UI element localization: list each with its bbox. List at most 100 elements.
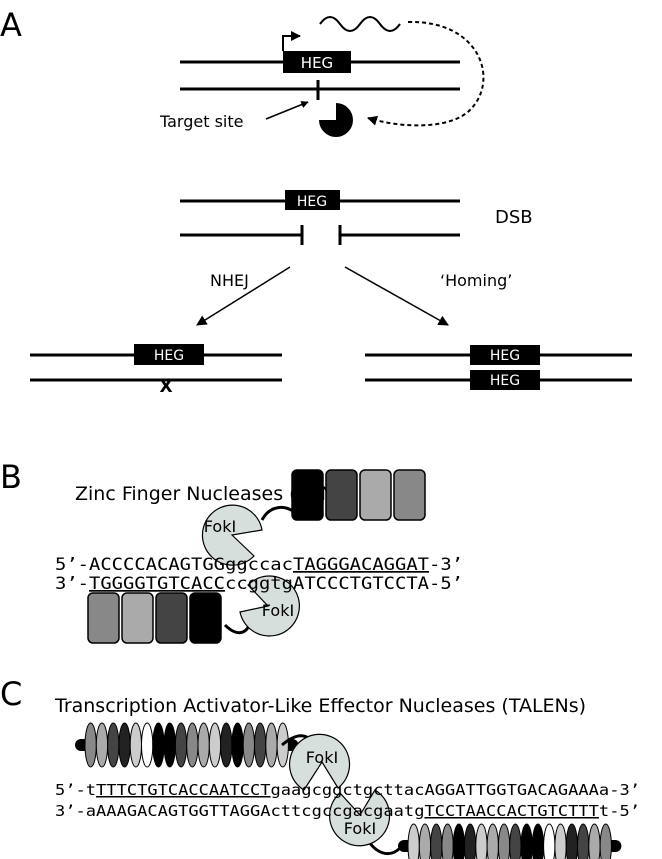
promoter-arrow-icon: [282, 31, 301, 51]
zinc-finger: [393, 469, 426, 521]
heg-label: HEG: [301, 54, 333, 72]
tale-repeat: [254, 722, 267, 768]
tale-repeat: [441, 823, 454, 859]
zinc-fingers-top: [291, 469, 426, 521]
tale-repeat: [163, 722, 176, 768]
panel-c-label: C: [0, 675, 22, 713]
heg-label-nhej: HEG: [154, 348, 184, 364]
linker-top: [260, 506, 295, 521]
tale-repeat: [554, 823, 567, 859]
heg-label-homing-1: HEG: [490, 348, 520, 364]
panel-b-label: B: [0, 458, 22, 496]
seq-suffix: -5’: [429, 574, 463, 594]
seq-left: ACCCCACAGTGG: [89, 555, 225, 575]
nhej-label: NHEJ: [210, 271, 249, 290]
tale-repeat: [107, 722, 120, 768]
tale-repeat: [242, 722, 256, 768]
zinc-fingers-bottom: [87, 592, 222, 644]
heg-box-homing-1: [470, 345, 540, 365]
seq-spacer: ccggtg: [225, 574, 293, 594]
zinc-finger: [121, 592, 154, 644]
tale-repeat: [186, 722, 199, 768]
tale-repeats-bottom: [398, 823, 622, 859]
panel-b: B Zinc Finger Nucleases (ZFNs) FokI FokI…: [0, 458, 463, 644]
panel-c: C Transcription Activator-Like Effector …: [0, 675, 640, 859]
tale-repeat: [486, 823, 499, 859]
endonuclease-pacman-icon: [319, 103, 353, 137]
tale-repeat: [407, 823, 420, 859]
seq-prefix: 3’-: [55, 574, 89, 594]
dsb-label: DSB: [495, 207, 533, 228]
tale-repeat: [577, 823, 590, 859]
tale-repeat: [220, 722, 233, 768]
tale-repeat: [418, 823, 432, 859]
fokl-top-icon: [288, 733, 351, 791]
tale-repeat: [509, 823, 522, 859]
tale-repeat: [84, 722, 97, 768]
tale-repeat: [152, 722, 165, 768]
fokl-bottom-label: FokI: [344, 819, 376, 838]
tale-repeat: [452, 823, 465, 859]
target-site-arrow: [265, 101, 309, 120]
tale-repeat: [129, 722, 143, 768]
tale-repeat: [174, 722, 188, 768]
tale-repeat: [265, 722, 278, 768]
seq-spacer: ggccac: [225, 555, 293, 575]
tale-repeat: [565, 823, 578, 859]
seq-binding-site: TTTCTGTCACCAATCCT: [96, 781, 270, 799]
target-site-label: Target site: [159, 112, 243, 131]
tale-repeat: [475, 823, 488, 859]
tale-repeat: [208, 722, 222, 768]
homing-arrow: [344, 266, 449, 326]
heg-label-dsb: HEG: [297, 194, 327, 210]
seq-binding-site: TGGGGTGTCACC: [89, 574, 225, 594]
seq-binding-site: TCCTAACCACTGTCTTT: [424, 802, 598, 820]
tale-repeat: [231, 722, 244, 768]
tale-repeat: [197, 722, 210, 768]
tale-repeat: [497, 823, 511, 859]
seq-prefix: 5’-: [55, 555, 89, 575]
tale-repeat: [95, 722, 109, 768]
zinc-finger: [155, 592, 188, 644]
seq-prefix: 3’-a: [55, 802, 96, 820]
mutation-mark: X: [159, 377, 172, 397]
fokl-top-label: FokI: [306, 748, 338, 767]
tale-repeat: [464, 823, 477, 859]
fokl-bottom-icon: [328, 789, 391, 847]
tale-repeat: [588, 823, 601, 859]
zinc-finger: [87, 592, 120, 644]
heg-box-dsb: [285, 190, 340, 210]
zinc-finger: [189, 592, 222, 644]
zinc-finger: [291, 469, 324, 521]
tale-repeat: [520, 823, 533, 859]
fokl-top-icon: [201, 504, 263, 566]
seq-suffix: a-3’: [599, 781, 640, 799]
seq-spacer: gaagcggctgcttac: [271, 781, 425, 799]
zinc-finger: [359, 469, 392, 521]
talen-title: Transcription Activator-Like Effector Nu…: [54, 695, 586, 717]
tale-repeats-top: [75, 722, 299, 768]
panel-a: A HEG Target site HEG DSB NHEJ ‘Homing’ …: [0, 6, 632, 397]
seq-right: AGGATTGGTGACAGAAA: [424, 781, 598, 799]
fokl-bottom-label: FokI: [262, 601, 294, 620]
tale-repeat: [543, 823, 556, 859]
heg-box-homing-2: [470, 370, 540, 390]
panel-a-label: A: [0, 6, 22, 44]
tale-repeat: [141, 722, 154, 768]
seq-prefix: 5’-t: [55, 781, 96, 799]
seq-suffix: -3’: [429, 555, 463, 575]
seq-left: AAAGACAGTGGTTAGGA: [96, 802, 270, 820]
heg-box-nhej: [134, 344, 204, 365]
fokl-bottom-icon: [239, 575, 300, 637]
seq-binding-site: TAGGGACAGGAT: [293, 555, 429, 575]
seq-right: ATCCCTGTCCTA: [293, 574, 429, 594]
mrna-wave-icon: [319, 16, 401, 32]
homing-label: ‘Homing’: [440, 271, 512, 290]
tale-repeat: [430, 823, 443, 859]
tale-repeat: [118, 722, 131, 768]
